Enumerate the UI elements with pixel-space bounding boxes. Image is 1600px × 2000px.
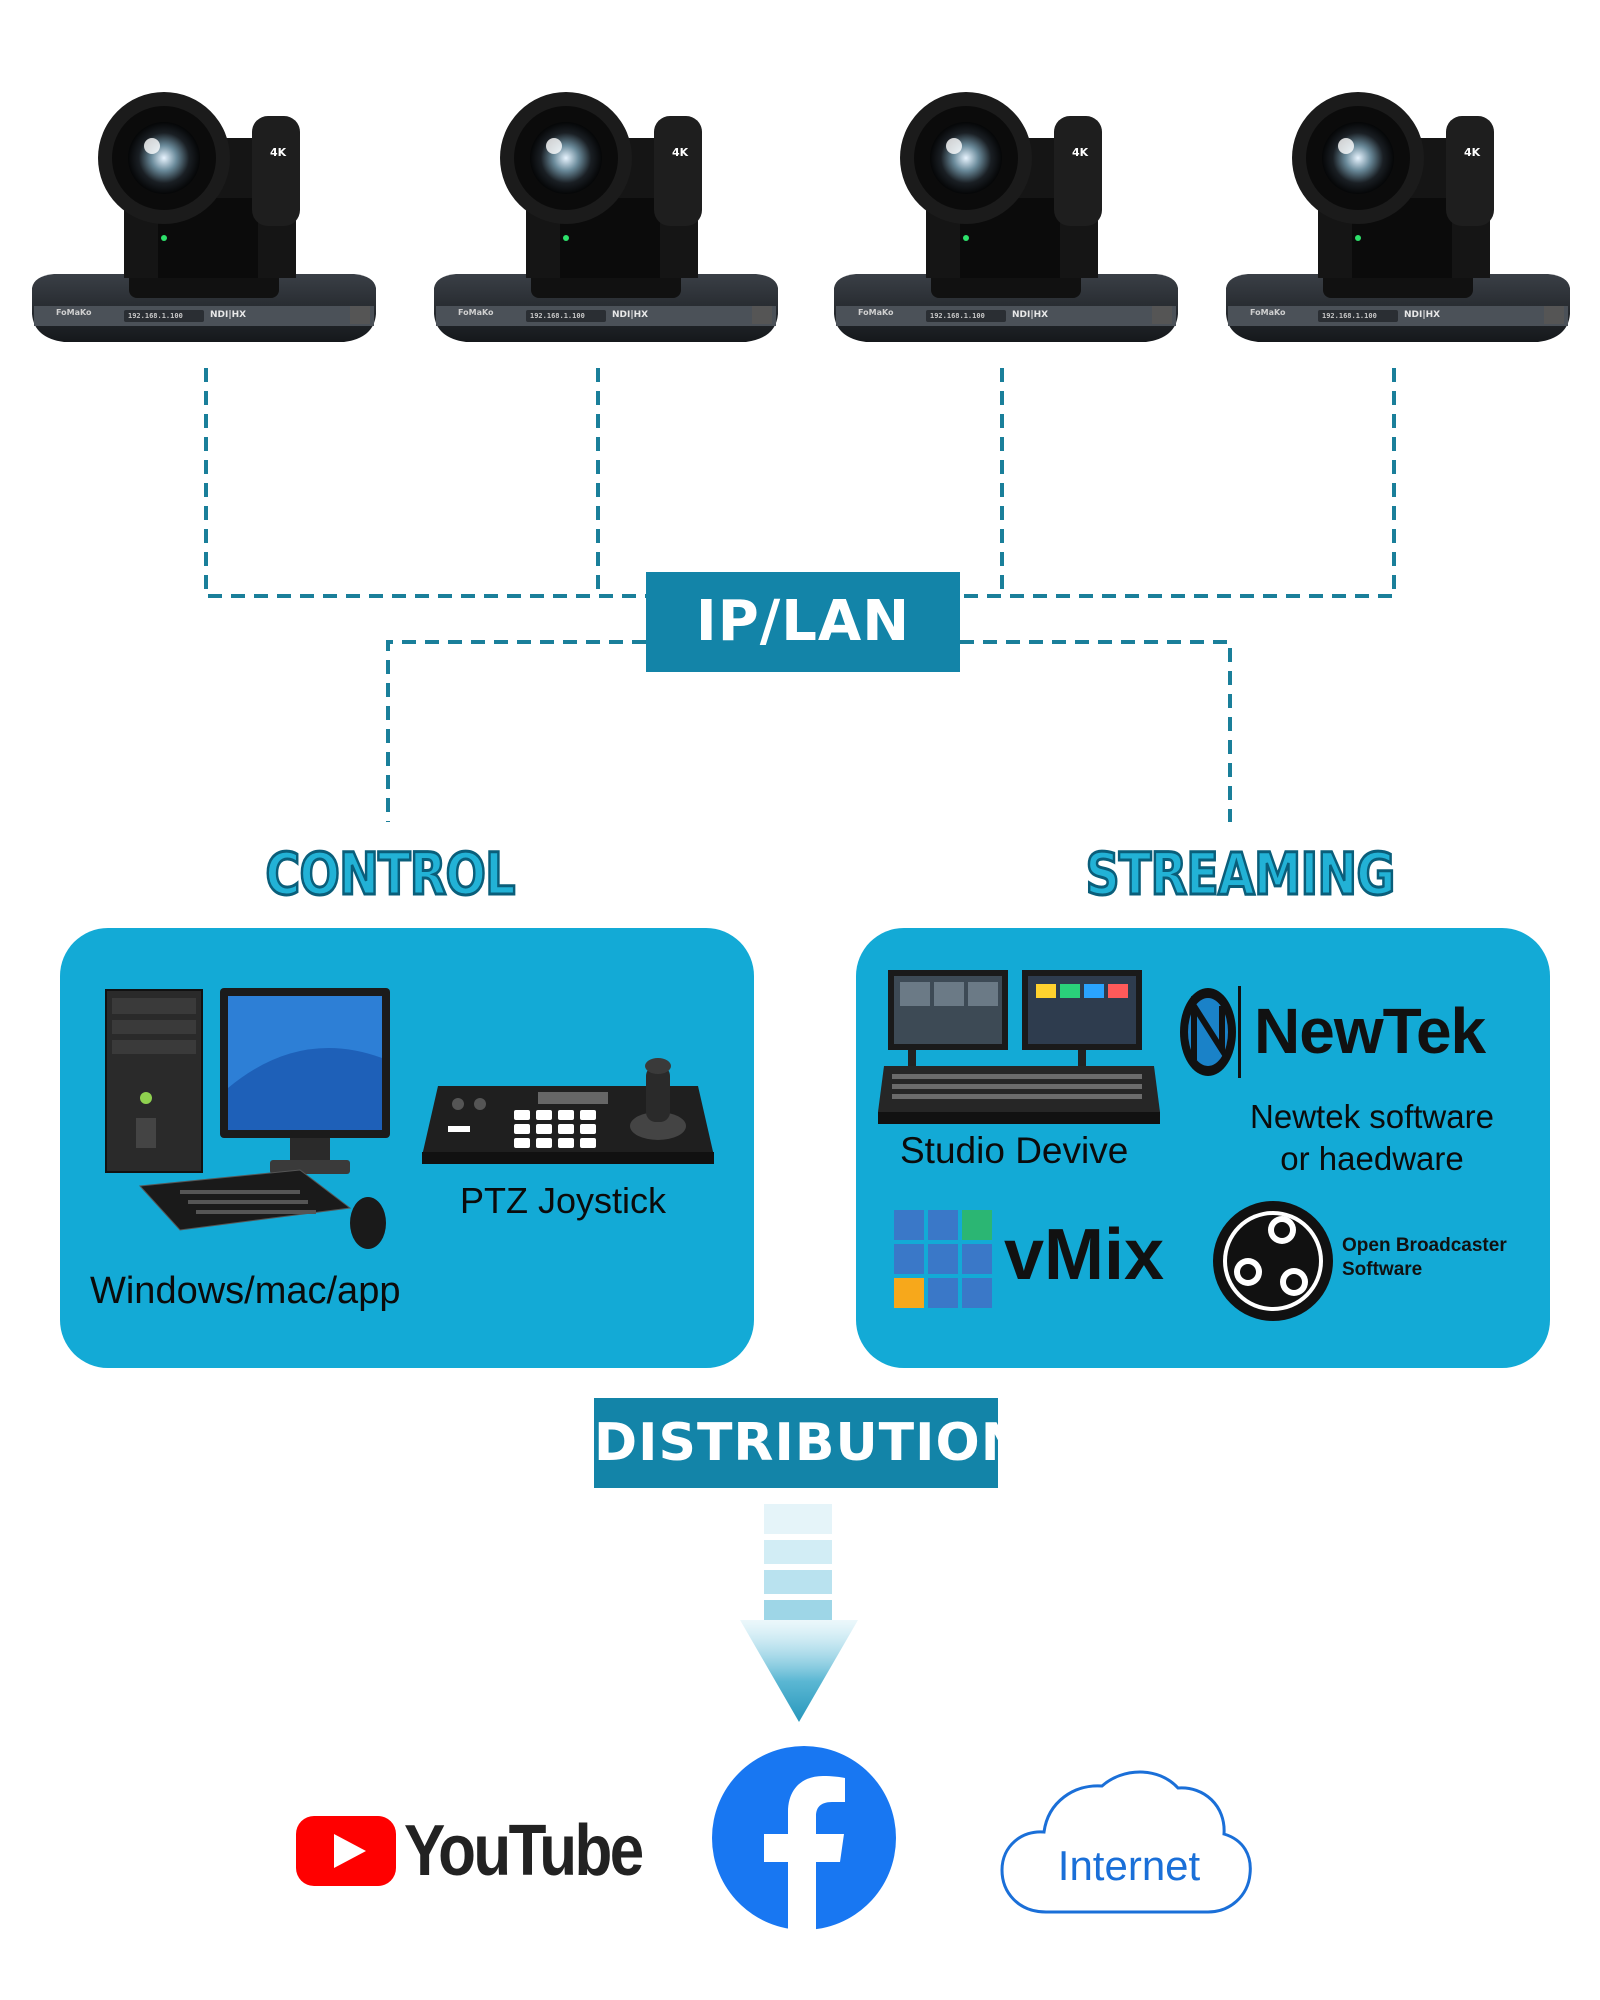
- camera-ndi-logo: NDI|HX: [210, 310, 247, 320]
- facebook-icon: [712, 1746, 896, 1930]
- camera-brand: FoMaKo: [1250, 308, 1286, 317]
- camera-4k-badge: 4K: [1072, 146, 1089, 159]
- studio-caption: Studio Devive: [900, 1130, 1129, 1171]
- control-link: [386, 640, 646, 822]
- streaming-link: [960, 640, 1232, 822]
- camera-4k-badge: 4K: [1464, 146, 1481, 159]
- ptz-joystick-icon: [422, 1058, 714, 1164]
- joystick-caption: PTZ Joystick: [460, 1180, 667, 1221]
- vmix-logo-text: vMix: [1004, 1215, 1165, 1295]
- obs-caption-1: Open Broadcaster: [1342, 1235, 1507, 1256]
- streaming-title: STREAMING: [1084, 839, 1396, 910]
- streaming-panel: Studio Devive NewTek Newtek software or …: [856, 928, 1550, 1368]
- newtek-caption-2: or haedware: [1280, 1140, 1464, 1177]
- camera-4k-badge: 4K: [270, 146, 287, 159]
- distribution-label: DISTRIBUTION: [594, 1398, 1024, 1488]
- pc-caption: Windows/mac/app: [90, 1270, 401, 1312]
- camera-brand: FoMaKo: [458, 308, 494, 317]
- youtube-text: YouTube: [404, 1811, 644, 1891]
- newtek-logo-icon: [1180, 986, 1241, 1078]
- camera-brand: FoMaKo: [858, 308, 894, 317]
- newtek-caption-1: Newtek software: [1250, 1098, 1494, 1135]
- camera-brand: FoMaKo: [56, 308, 92, 317]
- obs-logo-icon: [1213, 1201, 1333, 1321]
- control-title: CONTROL: [264, 839, 516, 910]
- camera-ip-display: 192.168.1.100: [930, 312, 985, 320]
- ip-lan-label: IP/LAN: [646, 572, 960, 672]
- camera-1-link: [204, 368, 650, 598]
- vmix-logo-icon: [894, 1210, 992, 1308]
- camera-ndi-logo: NDI|HX: [612, 310, 649, 320]
- camera-ip-display: 192.168.1.100: [128, 312, 183, 320]
- ptz-camera-3: 4K FoMaKo 192.168.1.100 NDI|HX: [826, 88, 1186, 358]
- internet-text: Internet: [1057, 1842, 1201, 1889]
- camera-4-link: [960, 368, 1396, 598]
- desktop-computer-icon: [105, 988, 390, 1249]
- camera-4k-badge: 4K: [672, 146, 689, 159]
- camera-ip-display: 192.168.1.100: [1322, 312, 1377, 320]
- ptz-camera-1: 4K FoMaKo 192.168.1.100 NDI|HX: [24, 88, 384, 358]
- control-panel: Windows/mac/app PTZ Joystick: [60, 928, 754, 1368]
- camera-ndi-logo: NDI|HX: [1012, 310, 1049, 320]
- down-arrow-icon: [740, 1504, 858, 1722]
- camera-ndi-logo: NDI|HX: [1404, 310, 1441, 320]
- cloud-icon: [1000, 1770, 1252, 1914]
- ptz-camera-4: 4K FoMaKo 192.168.1.100 NDI|HX: [1218, 88, 1578, 358]
- obs-caption-2: Software: [1342, 1259, 1423, 1280]
- newtek-logo-text: NewTek: [1254, 995, 1486, 1067]
- camera-ip-display: 192.168.1.100: [530, 312, 585, 320]
- ptz-camera-2: 4K FoMaKo 192.168.1.100 NDI|HX: [426, 88, 786, 358]
- studio-device-icon: [878, 970, 1160, 1124]
- youtube-play-icon: [296, 1816, 396, 1886]
